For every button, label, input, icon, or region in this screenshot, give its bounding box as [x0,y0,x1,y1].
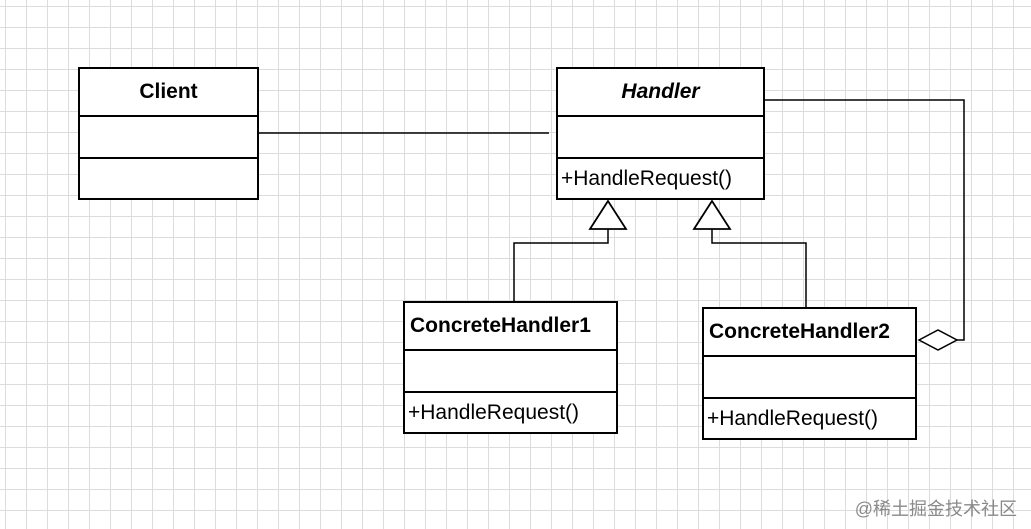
inheritance-arrow-2 [692,199,732,230]
concrete-handler-1-class-name: ConcreteHandler1 [405,303,616,351]
inheritance-arrow-1 [588,199,628,230]
handler-class-box: Handler +HandleRequest() [556,67,765,200]
concrete-handler-2-class-box: ConcreteHandler2 +HandleRequest() [702,307,917,440]
handler-class-name: Handler [558,69,763,117]
concrete-handler-2-operation: +HandleRequest() [707,406,879,430]
handler-attributes-section [558,117,763,159]
concrete-handler-1-operation: +HandleRequest() [408,400,580,424]
concrete-handler-2-class-name: ConcreteHandler2 [704,309,915,357]
client-class-box: Client [78,67,259,200]
concrete-handler-1-attributes-section [405,351,616,393]
watermark-text: @稀土掘金技术社区 [854,499,1017,519]
client-attributes-section [80,117,257,159]
concrete-handler-1-class-box: ConcreteHandler1 +HandleRequest() [403,301,618,434]
handler-operation: +HandleRequest() [561,166,733,190]
concrete-handler-2-attributes-section [704,357,915,399]
aggregation-diamond [917,329,959,351]
aggregation-line [763,99,965,341]
client-class-name: Client [80,69,257,117]
generalization-line-1 [513,229,609,301]
generalization-line-2 [711,229,807,307]
client-operations-section [80,159,257,198]
